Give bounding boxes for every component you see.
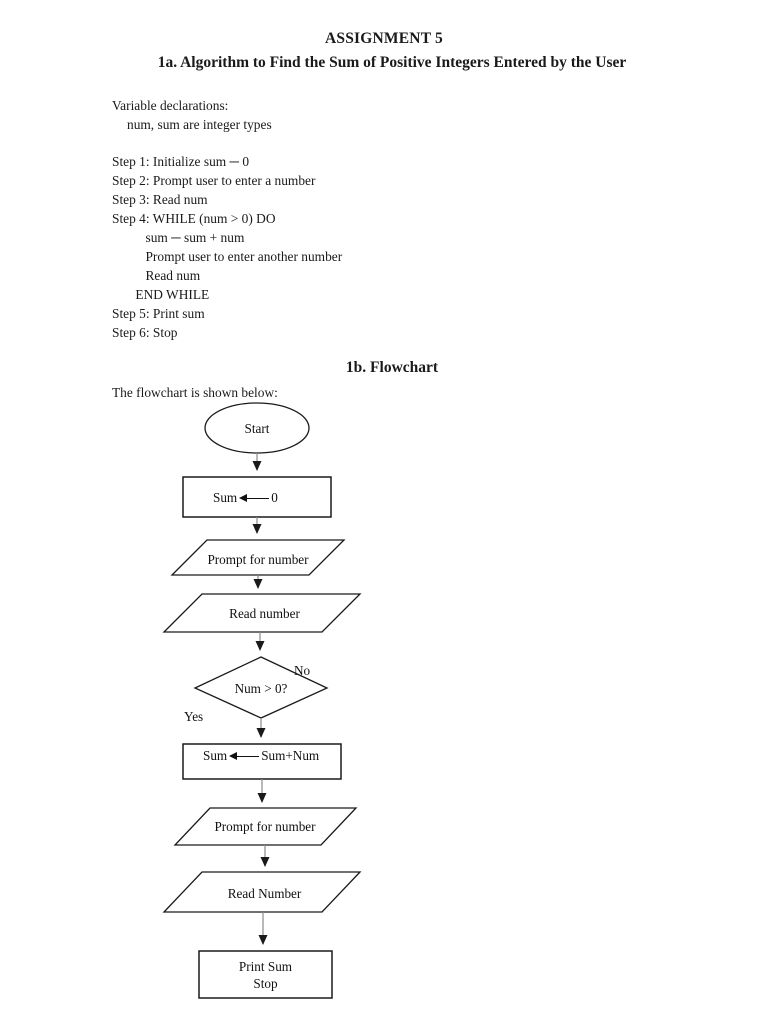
flow-label-decision: Num > 0? [234, 681, 288, 696]
flow-label-accumulate-right: Sum+Num [261, 748, 320, 763]
assignment-arrow-icon [239, 493, 270, 503]
flow-label-prompt-2: Prompt for number [214, 819, 316, 834]
flow-label-init-sum-right: 0 [271, 490, 278, 505]
flow-label-accumulate: Sum Sum+Num [203, 748, 319, 764]
flow-edge-label-yes: Yes [184, 709, 204, 724]
section-1a-heading: 1a. Algorithm to Find the Sum of Positiv… [157, 54, 627, 71]
flow-label-start: Start [244, 421, 270, 436]
flow-edge-label-no: No [294, 663, 311, 678]
flow-label-read-2: Read Number [227, 886, 302, 901]
flow-label-read-1: Read number [229, 606, 300, 621]
flow-label-accumulate-left: Sum [203, 748, 228, 763]
flow-label-init-sum-left: Sum [213, 490, 238, 505]
flowchart-note: The flowchart is shown below: [112, 385, 278, 400]
variable-declarations-line: num, sum are integer types [127, 117, 272, 132]
assignment-arrow-icon-2 [229, 751, 260, 761]
flow-label-init-sum: Sum 0 [213, 490, 278, 506]
flow-label-prompt-1: Prompt for number [207, 552, 309, 567]
algorithm-steps: Step 1: Initialize sum ─ 0 Step 2: Promp… [112, 154, 343, 340]
page-title: ASSIGNMENT 5 [325, 30, 443, 47]
section-1b-heading: 1b. Flowchart [345, 359, 439, 376]
variable-declarations-label: Variable declarations: [112, 98, 229, 113]
flow-label-terminate: Print Sum Stop [238, 959, 293, 991]
